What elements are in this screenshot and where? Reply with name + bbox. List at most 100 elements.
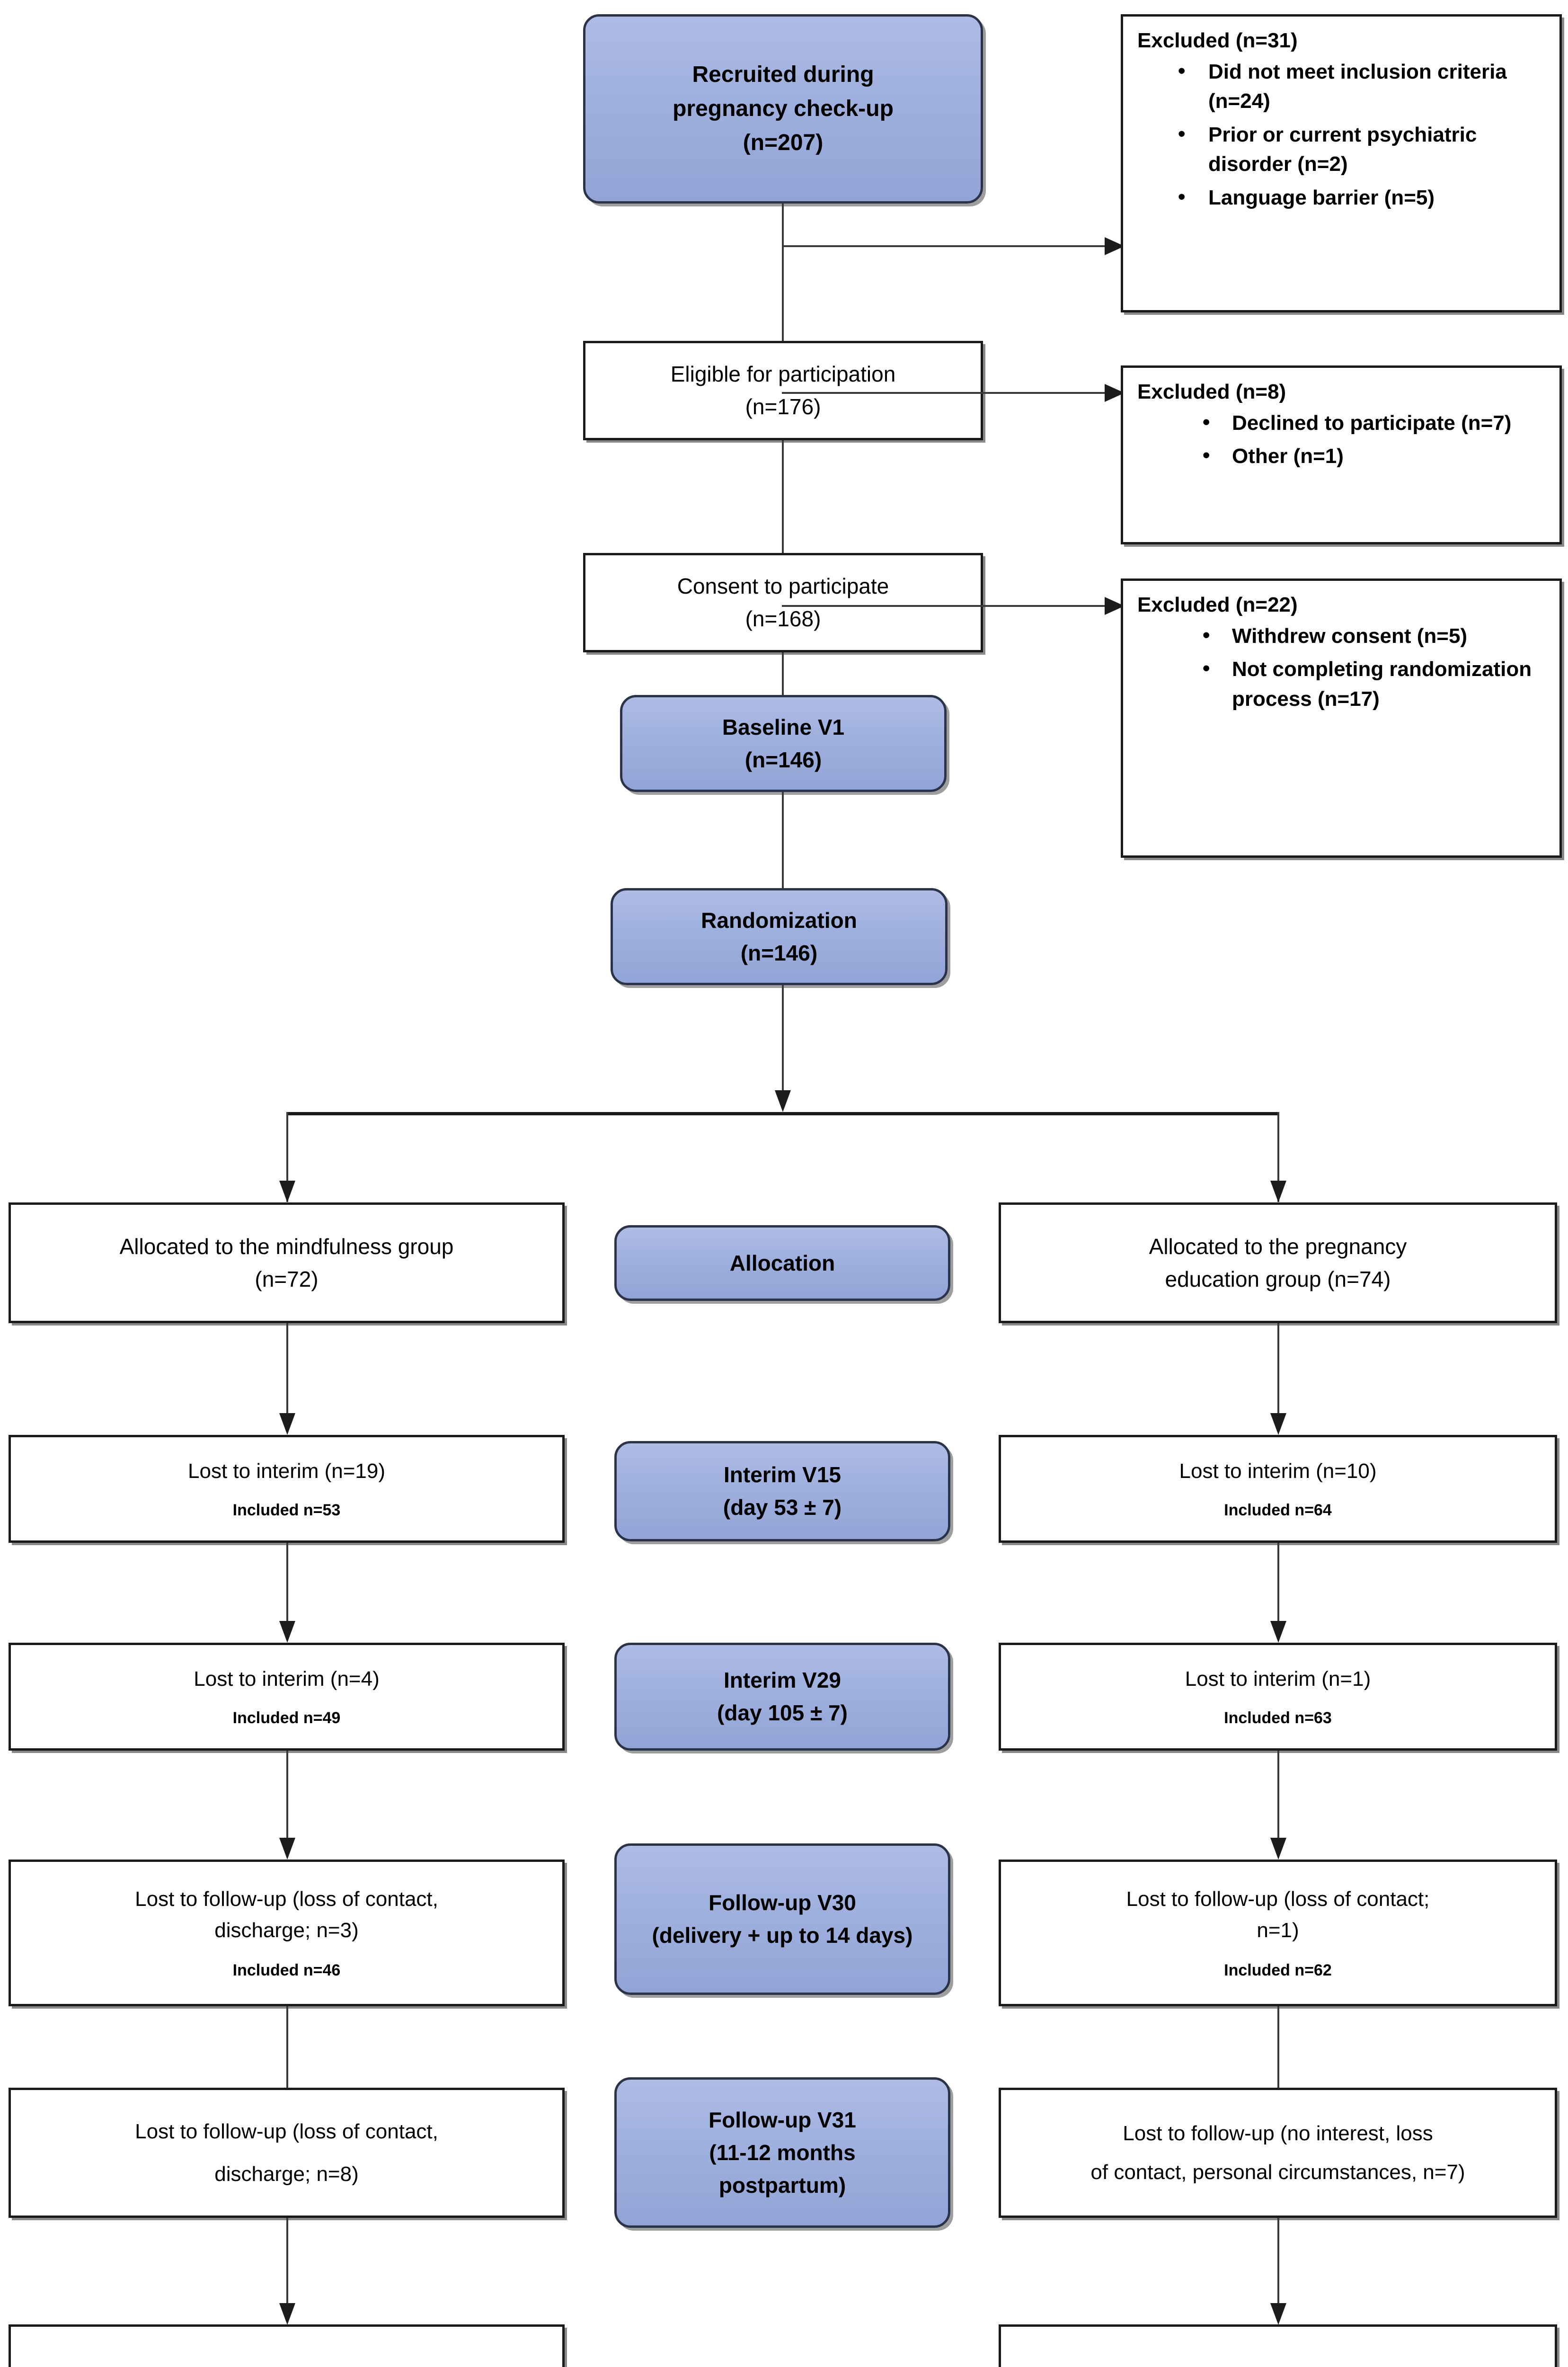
connector-v15-to-v29-left: [286, 1543, 288, 1630]
stage-interim-v15-center[interactable]: Interim V15 (day 53 ± 7): [614, 1441, 950, 1541]
list-item: Did not meet inclusion criteria (n=24): [1137, 56, 1545, 116]
stage-followup-v30-right[interactable]: Lost to follow-up (loss of contact; n=1)…: [999, 1860, 1557, 2006]
stage-interim-v15-left[interactable]: Lost to interim (n=19) Included n=53: [9, 1435, 565, 1543]
exclusion-3-header: Excluded (n=22): [1137, 593, 1298, 616]
arrowhead-v31-to-analysis-left: [279, 2303, 295, 2325]
node-consent-line2: (n=168): [745, 606, 821, 631]
connector-v30-to-v31-right: [1277, 2006, 1279, 2110]
stage-interim-v29-left[interactable]: Lost to interim (n=4) Included n=49: [9, 1643, 565, 1751]
node-randomization-line1: Randomization: [701, 908, 857, 933]
stage-followup-v31-left-line1: Lost to follow-up (loss of contact,: [135, 2119, 438, 2143]
stage-interim-v29-center-line2: (day 105 ± 7): [717, 1700, 848, 1725]
stage-followup-v31-center[interactable]: Follow-up V31 (11-12 months postpartum): [614, 2077, 950, 2228]
stage-analysis-left[interactable]: Analyzed (n=38) Overall dropout 47.2%: [9, 2324, 565, 2367]
stage-analysis-right[interactable]: Analyzed (n=55) Overall dropout 25.7%: [999, 2324, 1557, 2367]
node-randomization-line2: (n=146): [740, 940, 818, 965]
stage-allocation-left-line2: (n=72): [255, 1266, 319, 1291]
arrowhead-v15-to-v29-right: [1270, 1621, 1286, 1643]
node-recruited[interactable]: Recruited during pregnancy check-up (n=2…: [583, 14, 983, 204]
arrowhead-v29-to-v30-right: [1270, 1838, 1286, 1860]
node-baseline-v1[interactable]: Baseline V1 (n=146): [620, 695, 947, 792]
list-item: Language barrier (n=5): [1137, 182, 1545, 213]
connector-split-left: [286, 1112, 288, 1202]
stage-allocation-right[interactable]: Allocated to the pregnancy education gro…: [999, 1202, 1557, 1323]
stage-interim-v15-right-line1: Lost to interim (n=10): [1179, 1459, 1377, 1483]
node-baseline-line1: Baseline V1: [722, 714, 845, 739]
connector-alloc-to-v15-right: [1277, 1323, 1279, 1423]
connector-recruited-to-eligible: [782, 204, 784, 341]
connector-v31-to-analysis-left: [286, 2218, 288, 2313]
stage-followup-v31-right-line2: of contact, personal circumstances, n=7): [1090, 2160, 1465, 2184]
arrowhead-alloc-to-v15-left: [279, 1413, 295, 1435]
list-item: Prior or current psychiatric disorder (n…: [1137, 119, 1545, 179]
node-eligible[interactable]: Eligible for participation (n=176): [583, 341, 983, 440]
node-randomization[interactable]: Randomization (n=146): [611, 888, 948, 985]
stage-interim-v29-center-line1: Interim V29: [724, 1668, 841, 1692]
stage-interim-v29-right-line1: Lost to interim (n=1): [1185, 1667, 1371, 1691]
stage-interim-v29-right-sub: Included n=63: [1224, 1709, 1332, 1727]
stage-followup-v31-right-line1: Lost to follow-up (no interest, loss: [1123, 2121, 1433, 2145]
stage-followup-v31-right[interactable]: Lost to follow-up (no interest, loss of …: [999, 2088, 1557, 2218]
stage-followup-v30-left-line1: Lost to follow-up (loss of contact,: [135, 1887, 438, 1911]
connector-baseline-to-randomization: [782, 792, 784, 888]
exclusion-box-1: Excluded (n=31) Did not meet inclusion c…: [1121, 14, 1562, 312]
connector-to-exclusion-1: [782, 245, 1108, 247]
stage-followup-v30-left[interactable]: Lost to follow-up (loss of contact, disc…: [9, 1860, 565, 2006]
stage-interim-v29-left-sub: Included n=49: [232, 1709, 341, 1727]
exclusion-1-header: Excluded (n=31): [1137, 29, 1298, 52]
connector-v30-to-v31-left: [286, 2006, 288, 2110]
stage-interim-v15-left-line1: Lost to interim (n=19): [188, 1459, 385, 1483]
split-bar: [286, 1112, 1279, 1115]
node-baseline-line2: (n=146): [744, 747, 822, 772]
list-item: Withdrew consent (n=5): [1137, 621, 1545, 651]
stage-followup-v30-center-line1: Follow-up V30: [709, 1890, 856, 1915]
exclusion-box-3: Excluded (n=22) Withdrew consent (n=5) N…: [1121, 578, 1562, 858]
stage-followup-v31-center-line2: (11-12 months postpartum): [709, 2140, 856, 2198]
stage-allocation-center[interactable]: Allocation: [614, 1225, 950, 1301]
connector-to-exclusion-2: [782, 392, 1108, 394]
stage-interim-v29-left-line1: Lost to interim (n=4): [194, 1667, 380, 1691]
exclusion-1-list: Did not meet inclusion criteria (n=24) P…: [1137, 56, 1545, 213]
stage-interim-v15-center-line2: (day 53 ± 7): [723, 1495, 842, 1520]
exclusion-3-list: Withdrew consent (n=5) Not completing ra…: [1137, 621, 1545, 714]
connector-v31-to-analysis-right: [1277, 2218, 1279, 2313]
arrowhead-v29-to-v30-left: [279, 1838, 295, 1860]
exclusion-2-header: Excluded (n=8): [1137, 380, 1286, 403]
stage-interim-v29-center[interactable]: Interim V29 (day 105 ± 7): [614, 1643, 950, 1751]
stage-interim-v15-left-sub: Included n=53: [232, 1501, 341, 1519]
node-consent[interactable]: Consent to participate (n=168): [583, 553, 983, 652]
node-recruited-line3: (n=207): [743, 130, 824, 155]
stage-allocation-right-line1: Allocated to the pregnancy: [1149, 1234, 1407, 1259]
arrowhead-randomization-down: [775, 1090, 791, 1112]
stage-followup-v30-center-line2: (delivery + up to 14 days): [652, 1923, 913, 1948]
connector-eligible-to-consent: [782, 440, 784, 553]
arrowhead-split-right: [1270, 1181, 1286, 1202]
stage-followup-v30-right-line1: Lost to follow-up (loss of contact;: [1126, 1887, 1430, 1911]
stage-followup-v30-right-sub: Included n=62: [1224, 1961, 1332, 1979]
list-item: Not completing randomization process (n=…: [1137, 654, 1545, 714]
node-eligible-line2: (n=176): [745, 394, 821, 419]
connector-split-right: [1277, 1112, 1279, 1202]
list-item: Other (n=1): [1137, 441, 1545, 471]
stage-followup-v31-center-line1: Follow-up V31: [709, 2107, 856, 2132]
node-recruited-line2: pregnancy check-up: [673, 96, 894, 121]
connector-to-exclusion-3: [782, 605, 1108, 607]
stage-followup-v30-center[interactable]: Follow-up V30 (delivery + up to 14 days): [614, 1843, 950, 1995]
stage-followup-v31-left[interactable]: Lost to follow-up (loss of contact, disc…: [9, 2088, 565, 2218]
connector-v15-to-v29-right: [1277, 1543, 1279, 1630]
stage-followup-v30-left-line2: discharge; n=3): [214, 1918, 359, 1942]
node-recruited-line1: Recruited during: [692, 62, 874, 87]
connector-v29-to-v30-left: [286, 1751, 288, 1847]
arrowhead-split-left: [279, 1181, 295, 1202]
stage-interim-v29-right[interactable]: Lost to interim (n=1) Included n=63: [999, 1643, 1557, 1751]
stage-allocation-left[interactable]: Allocated to the mindfulness group (n=72…: [9, 1202, 565, 1323]
stage-followup-v30-left-sub: Included n=46: [232, 1961, 341, 1979]
stage-interim-v15-right[interactable]: Lost to interim (n=10) Included n=64: [999, 1435, 1557, 1543]
connector-v29-to-v30-right: [1277, 1751, 1279, 1847]
stage-allocation-center-line1: Allocation: [729, 1250, 835, 1275]
exclusion-2-list: Declined to participate (n=7) Other (n=1…: [1137, 408, 1545, 472]
stage-followup-v31-left-line2: discharge; n=8): [214, 2162, 359, 2186]
stage-interim-v15-center-line1: Interim V15: [724, 1462, 841, 1487]
arrowhead-v31-to-analysis-right: [1270, 2303, 1286, 2325]
